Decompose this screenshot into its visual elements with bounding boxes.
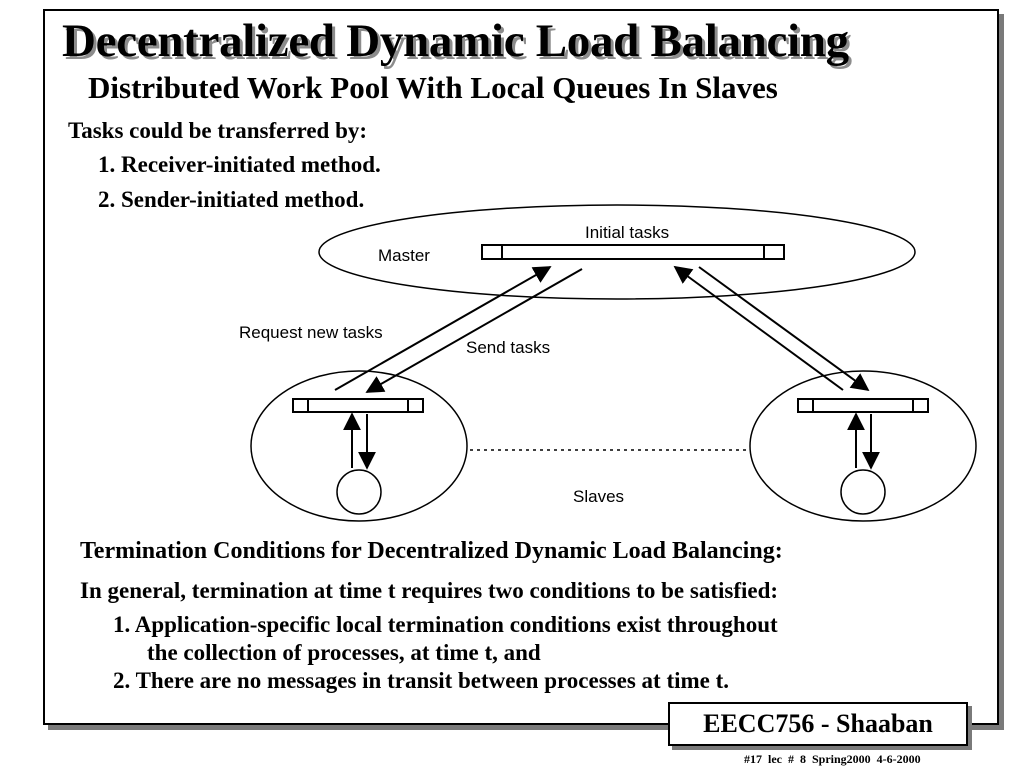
condition-1-line-2: the collection of processes, at time t, … [147, 640, 541, 665]
work-pool-diagram: Master Initial tasks Request new tasks S… [239, 204, 977, 522]
slide-footer: #17 lec # 8 Spring2000 4-6-2000 [744, 752, 921, 766]
master-label: Master [378, 246, 430, 265]
slave-queue-left [292, 398, 424, 413]
master-node [318, 204, 916, 300]
master-queue [481, 244, 785, 260]
condition-1-line-1: 1. Application-specific local terminatio… [113, 612, 778, 637]
request-label: Request new tasks [239, 323, 383, 342]
slave-queue-right [797, 398, 929, 413]
slide-frame [43, 9, 999, 725]
slave-node-left [250, 370, 468, 522]
slave-process-right [840, 469, 886, 515]
initial-tasks-label: Initial tasks [585, 223, 669, 242]
transfer-method-2: 2. Sender-initiated method. [98, 187, 365, 212]
send-arrow-right [698, 266, 870, 392]
slave-process-left [336, 469, 382, 515]
condition-2: 2. There are no messages in transit betw… [113, 668, 730, 693]
transfer-heading: Tasks could be transferred by: [68, 118, 368, 143]
termination-heading: Termination Conditions for Decentralized… [80, 538, 783, 564]
course-badge: EECC756 - Shaaban [668, 702, 968, 746]
slaves-label: Slaves [573, 487, 624, 506]
request-arrow-right [673, 265, 844, 391]
slide-subtitle: Distributed Work Pool With Local Queues … [88, 70, 778, 105]
send-label: Send tasks [466, 338, 550, 357]
request-arrow-left [334, 266, 552, 391]
slide-title: Decentralized Dynamic Load Balancing [62, 15, 849, 67]
slave-node-right [749, 370, 977, 522]
termination-intro: In general, termination at time t requir… [80, 578, 779, 603]
transfer-method-1: 1. Receiver-initiated method. [98, 152, 381, 177]
send-arrow-left [365, 268, 583, 393]
